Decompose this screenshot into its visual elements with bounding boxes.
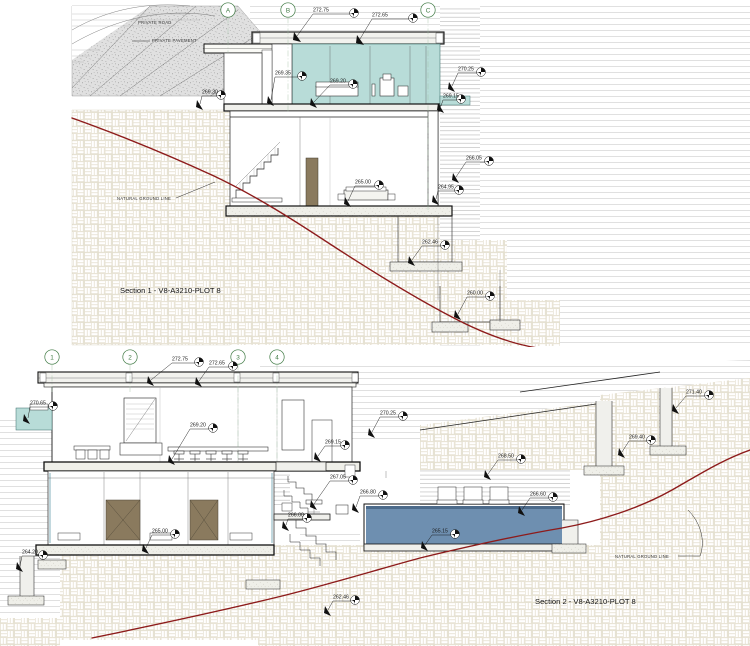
s2-retaining-walls (7, 371, 687, 606)
elevation-tag: 272.75 (147, 357, 204, 386)
svg-text:270.25: 270.25 (458, 67, 474, 73)
svg-text:266.00: 266.00 (288, 513, 304, 519)
svg-text:269.15: 269.15 (325, 440, 341, 446)
svg-text:266.05: 266.05 (466, 156, 482, 162)
svg-text:272.75: 272.75 (313, 8, 329, 14)
svg-text:269.40: 269.40 (629, 435, 645, 441)
s2-grid-marks: 1 2 3 4 (44, 349, 285, 462)
grid-mark-4: 4 (269, 349, 285, 462)
s1-notes: PRIVATE ROAD PRIVATE PAVEMENT NATURAL GR… (117, 20, 216, 201)
s1-upper-level (223, 43, 471, 112)
s2-bar-stools (173, 450, 249, 461)
grid-mark-2: 2 (122, 349, 138, 392)
s1-natural-ground-line (71, 117, 537, 347)
svg-text:272.65: 272.65 (209, 361, 225, 367)
elevation-tag: 266.00 (282, 513, 312, 531)
svg-text:264.95: 264.95 (438, 185, 454, 191)
s1-earth-fill (71, 109, 560, 346)
note-private-pavement: PRIVATE PAVEMENT (152, 38, 197, 43)
elevation-tag: 269.30 (196, 90, 226, 110)
elevation-tag: 264.20 (16, 550, 48, 572)
svg-text:A: A (226, 7, 231, 14)
svg-text:3: 3 (236, 354, 240, 361)
svg-text:269.20: 269.20 (330, 79, 346, 85)
elevation-tag: 269.20 (310, 79, 358, 108)
note-private-road: PRIVATE ROAD (138, 20, 172, 25)
svg-text:269.35: 269.35 (275, 71, 291, 77)
s1-grid-marks: A B C (220, 2, 436, 210)
elevation-tag: 266.60 (518, 492, 558, 516)
svg-text:C: C (426, 7, 431, 14)
s2-lounge-chairs (436, 486, 510, 505)
svg-text:262.46: 262.46 (422, 240, 438, 246)
elevation-tag: 271.40 (672, 390, 714, 414)
elevation-tag: 269.40 (618, 435, 656, 458)
svg-text:272.65: 272.65 (372, 13, 388, 19)
svg-text:260.00: 260.00 (467, 291, 483, 297)
elevation-tag: 270.25 (368, 411, 408, 438)
s2-notes: NATURAL GROUND LINE (615, 509, 703, 559)
svg-text:266.60: 266.60 (530, 492, 546, 498)
elevation-tag: 270.25 (448, 67, 486, 92)
svg-text:264.20: 264.20 (22, 550, 38, 556)
svg-text:269.15: 269.15 (443, 94, 459, 100)
svg-text:266.80: 266.80 (360, 490, 376, 496)
svg-text:271.40: 271.40 (686, 390, 702, 396)
elevation-tag: 269.35 (267, 71, 307, 106)
elevation-tag: 262.46 (324, 595, 360, 616)
s2-natural-ground-line (91, 449, 750, 639)
svg-text:262.46: 262.46 (333, 595, 349, 601)
elevation-tag: 268.50 (484, 454, 526, 480)
s2-terrace-stairs (273, 461, 349, 566)
svg-text:272.75: 272.75 (172, 357, 188, 363)
section-1-title: Section 1 - V8-A3210-PLOT 8 (120, 286, 221, 295)
elevation-tag: 272.65 (356, 13, 418, 45)
svg-text:270.65: 270.65 (30, 401, 46, 407)
s1-middle-level (225, 110, 453, 217)
svg-text:265.00: 265.00 (355, 180, 371, 186)
elevation-tag: 269.20 (168, 423, 218, 465)
elevation-tag: 266.80 (352, 490, 388, 513)
svg-text:265.00: 265.00 (152, 529, 168, 535)
elevation-tag: 269.15 (314, 440, 350, 462)
elevation-tag: 272.65 (195, 361, 238, 387)
svg-text:B: B (286, 7, 290, 14)
section-1: A B C 272.75 (71, 2, 750, 347)
grid-mark-1: 1 (44, 349, 60, 392)
elevation-tag: 269.15 (437, 94, 466, 113)
grid-mark-3: 3 (230, 349, 246, 462)
elevation-tag: 260.00 (454, 291, 495, 320)
s2-lower-level (35, 470, 275, 556)
svg-text:265.15: 265.15 (432, 529, 448, 535)
s1-elevation-tags: 272.75 272.65 269.35 (196, 8, 495, 320)
elevation-tag: 266.05 (452, 156, 494, 183)
note-natural-ground-line-2: NATURAL GROUND LINE (615, 554, 669, 559)
svg-text:4: 4 (275, 354, 279, 361)
grid-mark-C: C (420, 2, 436, 210)
svg-text:269.30: 269.30 (202, 90, 218, 96)
s2-elevation-tags: 272.75 272.65 270.65 (16, 357, 714, 616)
elevation-tag: 265.15 (421, 529, 460, 551)
grid-mark-A: A (220, 2, 236, 53)
svg-text:267.05: 267.05 (330, 475, 346, 481)
elevation-tag: 262.46 (408, 240, 450, 266)
svg-text:268.50: 268.50 (498, 454, 514, 460)
elevation-tag: 270.65 (23, 401, 58, 424)
elevation-tag: 265.00 (344, 180, 384, 207)
section-2: 1 2 3 4 (0, 349, 750, 646)
elevation-tag: 264.95 (432, 185, 464, 205)
elevation-tag: 267.05 (310, 475, 358, 510)
svg-text:269.20: 269.20 (190, 423, 206, 429)
section-2-title: Section 2 - V8-A3210-PLOT 8 (535, 597, 636, 606)
svg-text:2: 2 (128, 354, 132, 361)
svg-text:270.25: 270.25 (380, 411, 396, 417)
svg-text:1: 1 (50, 354, 54, 361)
note-natural-ground-line-1: NATURAL GROUND LINE (117, 196, 171, 201)
s2-upper-level (15, 386, 361, 472)
elevation-tag: 272.75 (293, 8, 359, 42)
grid-mark-B: B (280, 2, 296, 112)
elevation-tag: 265.00 (142, 529, 180, 554)
s1-foundations (389, 216, 521, 333)
